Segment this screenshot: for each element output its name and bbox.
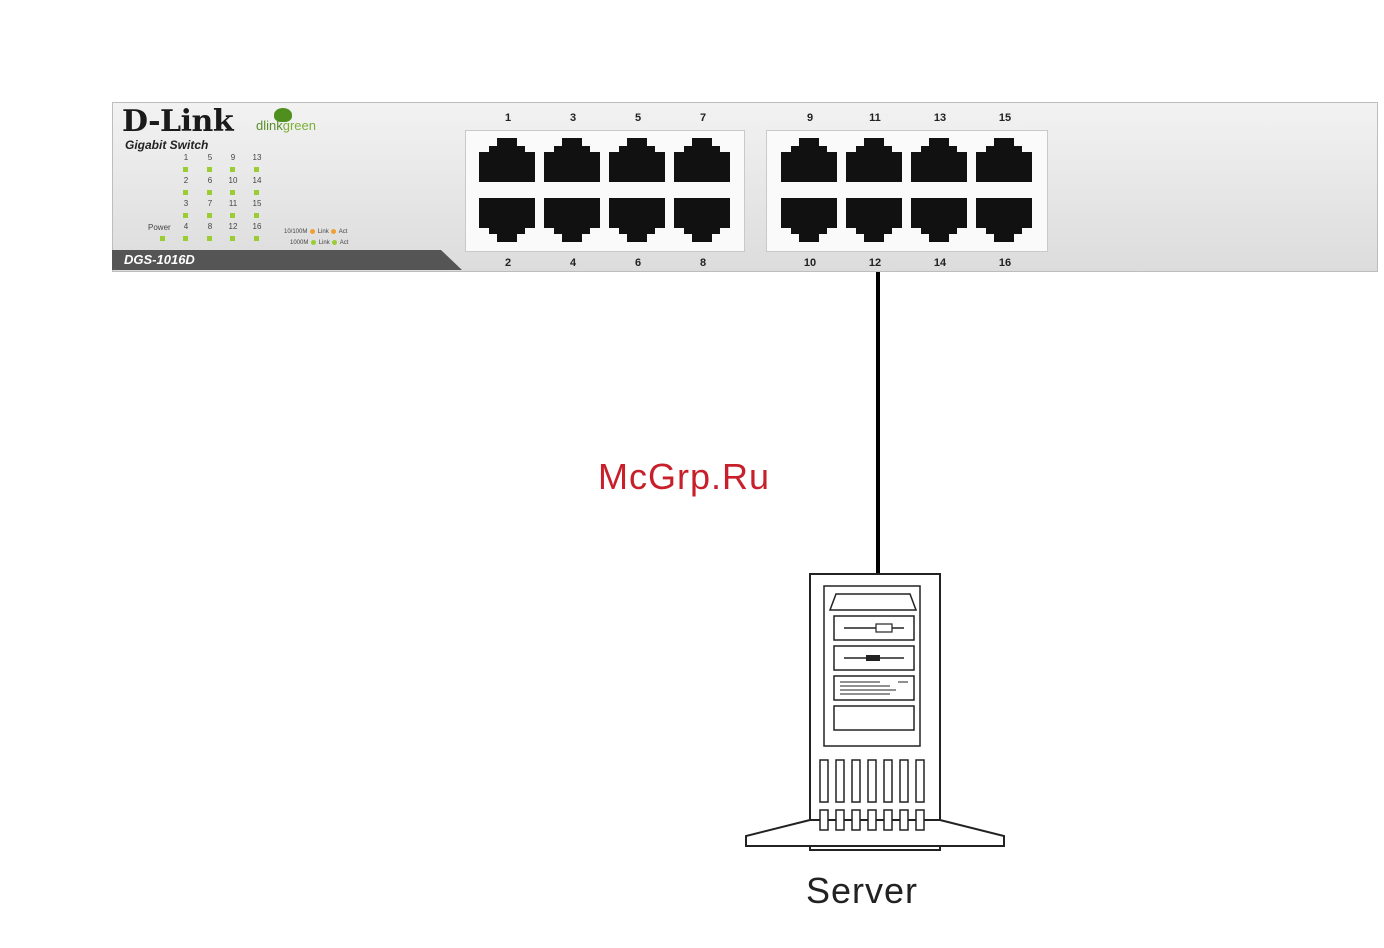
led-number: 16 — [249, 222, 265, 231]
led-number: 14 — [249, 176, 265, 185]
port-led-icon — [207, 190, 212, 195]
power-label: Power — [148, 223, 171, 232]
port-number: 8 — [688, 257, 718, 269]
port-led-icon — [230, 213, 235, 218]
port-number: 1 — [493, 112, 523, 124]
legend-row: 10/100M Link Act — [284, 229, 347, 235]
ethernet-port-icon — [781, 198, 837, 242]
port-led-icon — [183, 236, 188, 241]
port-led-icon — [254, 236, 259, 241]
model-label: DGS-1016D — [124, 252, 195, 267]
port-number: 9 — [795, 112, 825, 124]
brand-sub-logo: dlinkgreen — [256, 118, 316, 133]
ethernet-port-icon — [544, 138, 600, 182]
ethernet-port-icon — [846, 138, 902, 182]
ethernet-port-icon — [976, 198, 1032, 242]
ethernet-port-icon — [479, 198, 535, 242]
led-number: 10 — [225, 176, 241, 185]
power-led-icon — [160, 236, 165, 241]
ethernet-port-icon — [911, 138, 967, 182]
ethernet-port-icon — [609, 138, 665, 182]
port-led-icon — [254, 167, 259, 172]
legend-row: 1000M Link Act — [290, 240, 348, 246]
act-led-icon — [332, 240, 337, 245]
port-number: 5 — [623, 112, 653, 124]
port-led-icon — [207, 167, 212, 172]
server-label: Server — [806, 870, 918, 912]
led-number: 7 — [202, 199, 218, 208]
port-led-icon — [183, 213, 188, 218]
port-number: 6 — [623, 257, 653, 269]
led-number: 8 — [202, 222, 218, 231]
port-number: 3 — [558, 112, 588, 124]
ethernet-port-icon — [976, 138, 1032, 182]
ethernet-port-icon — [674, 138, 730, 182]
port-led-icon — [207, 213, 212, 218]
brand-sub-prefix: dlink — [256, 118, 283, 133]
watermark: McGrp.Ru — [598, 456, 770, 498]
port-number: 15 — [990, 112, 1020, 124]
ethernet-port-icon — [609, 198, 665, 242]
brand-logo: D-Link — [122, 104, 233, 139]
led-number: 3 — [178, 199, 194, 208]
legend-act: Act — [339, 229, 348, 235]
ethernet-port-icon — [674, 198, 730, 242]
link-led-icon — [310, 229, 315, 234]
led-number: 6 — [202, 176, 218, 185]
brand-sub-suffix: green — [283, 118, 316, 133]
network-cable — [876, 272, 880, 574]
legend-link: Link — [318, 229, 329, 235]
led-number: 2 — [178, 176, 194, 185]
led-number: 15 — [249, 199, 265, 208]
led-number: 9 — [225, 153, 241, 162]
port-number: 4 — [558, 257, 588, 269]
port-number: 12 — [860, 257, 890, 269]
server-icon — [740, 570, 1010, 855]
led-number: 1 — [178, 153, 194, 162]
port-led-icon — [207, 236, 212, 241]
port-led-icon — [254, 213, 259, 218]
port-led-icon — [230, 236, 235, 241]
link-led-icon — [311, 240, 316, 245]
product-line-label: Gigabit Switch — [125, 138, 208, 152]
port-number: 2 — [493, 257, 523, 269]
led-number: 5 — [202, 153, 218, 162]
led-number: 4 — [178, 222, 194, 231]
ethernet-port-icon — [911, 198, 967, 242]
port-led-icon — [254, 190, 259, 195]
legend-speed: 10/100M — [284, 229, 307, 235]
port-number: 11 — [860, 112, 890, 124]
port-led-icon — [230, 167, 235, 172]
port-number: 10 — [795, 257, 825, 269]
led-number: 11 — [225, 199, 241, 208]
port-led-icon — [183, 167, 188, 172]
act-led-icon — [331, 229, 336, 234]
ethernet-port-icon — [544, 198, 600, 242]
port-led-icon — [183, 190, 188, 195]
ethernet-port-icon — [479, 138, 535, 182]
led-number: 13 — [249, 153, 265, 162]
port-number: 7 — [688, 112, 718, 124]
port-number: 14 — [925, 257, 955, 269]
ethernet-port-icon — [781, 138, 837, 182]
legend-link: Link — [319, 240, 330, 246]
legend-speed: 1000M — [290, 240, 308, 246]
ethernet-port-icon — [846, 198, 902, 242]
port-number: 13 — [925, 112, 955, 124]
legend-act: Act — [340, 240, 349, 246]
led-number: 12 — [225, 222, 241, 231]
port-number: 16 — [990, 257, 1020, 269]
port-led-icon — [230, 190, 235, 195]
